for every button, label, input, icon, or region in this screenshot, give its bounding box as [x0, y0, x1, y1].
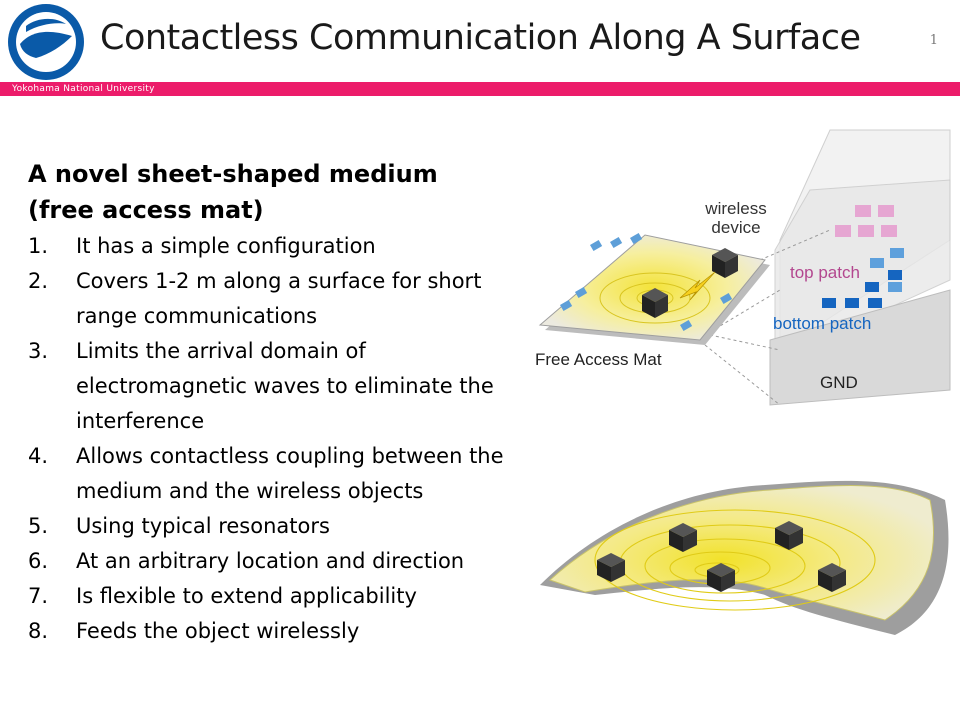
slide-title: Contactless Communication Along A Surfac… — [100, 18, 861, 58]
heading-line: (free access mat) — [28, 196, 264, 224]
bottom-patch-label: bottom patch — [773, 314, 871, 333]
item-number: 7. — [28, 584, 49, 608]
wireless-device-icon — [642, 288, 668, 318]
item-number: 6. — [28, 549, 49, 573]
item-text: Feeds the object wirelessly — [76, 619, 360, 643]
page-number: 1 — [929, 33, 938, 48]
item-text: Limits the arrival domain of electromagn… — [76, 339, 494, 433]
wireless-device-icon — [669, 523, 697, 552]
gnd-label: GND — [820, 373, 858, 392]
item-number: 1. — [28, 234, 49, 258]
free-access-mat — [538, 233, 770, 345]
list-item: 1. It has a simple configuration — [28, 229, 528, 264]
item-number: 4. — [28, 444, 49, 468]
list-item: 4. Allows contactless coupling between th… — [28, 439, 528, 509]
list-item: 6. At an arbitrary location and direction — [28, 544, 528, 579]
list-item: 3. Limits the arrival domain of electroma… — [28, 334, 528, 439]
wireless-device-label: wireless — [704, 199, 766, 218]
list-item: 5. Using typical resonators — [28, 509, 528, 544]
item-text: Is flexible to extend applicability — [76, 584, 417, 608]
item-number: 2. — [28, 269, 49, 293]
item-text: At an arbitrary location and direction — [76, 549, 465, 573]
list-item: 7. Is flexible to extend applicability — [28, 579, 528, 614]
item-text: It has a simple configuration — [76, 234, 376, 258]
top-patch-array — [835, 205, 897, 237]
item-text: Using typical resonators — [76, 514, 330, 538]
top-patch-label: top patch — [790, 263, 860, 282]
list-item: 8. Feeds the object wirelessly — [28, 614, 528, 649]
lightning-bolt-icon — [679, 271, 716, 301]
university-name: Yokohama National University — [12, 84, 155, 94]
heading-line: A novel sheet-shaped medium — [28, 160, 438, 188]
item-number: 8. — [28, 619, 49, 643]
mat-structure-diagram: wireless device top patch bottom patch G… — [535, 129, 951, 406]
item-number: 5. — [28, 514, 49, 538]
wireless-device-icon — [712, 248, 738, 278]
item-text: Allows contactless coupling between the … — [76, 444, 504, 503]
free-access-mat-label: Free Access Mat — [535, 350, 662, 369]
list-item: 2. Covers 1-2 m along a surface for short… — [28, 264, 528, 334]
wireless-device-icon — [707, 563, 735, 592]
wireless-device-icon — [775, 521, 803, 550]
feature-list: 1. It has a simple configuration 2. Covers… — [28, 229, 528, 649]
layer-stack — [769, 129, 951, 406]
wireless-device-icon — [818, 563, 846, 592]
item-text: Covers 1-2 m along a surface for short r… — [76, 269, 482, 328]
section-heading: A novel sheet-shaped medium (free access… — [28, 156, 508, 228]
item-number: 3. — [28, 339, 49, 363]
bottom-patch-array — [822, 248, 904, 308]
wireless-device-label: device — [711, 218, 760, 237]
wireless-device-icon — [597, 553, 625, 582]
flexible-mat-illustration — [540, 480, 949, 635]
header-band: Yokohama National University — [0, 82, 960, 96]
university-logo — [8, 4, 84, 80]
